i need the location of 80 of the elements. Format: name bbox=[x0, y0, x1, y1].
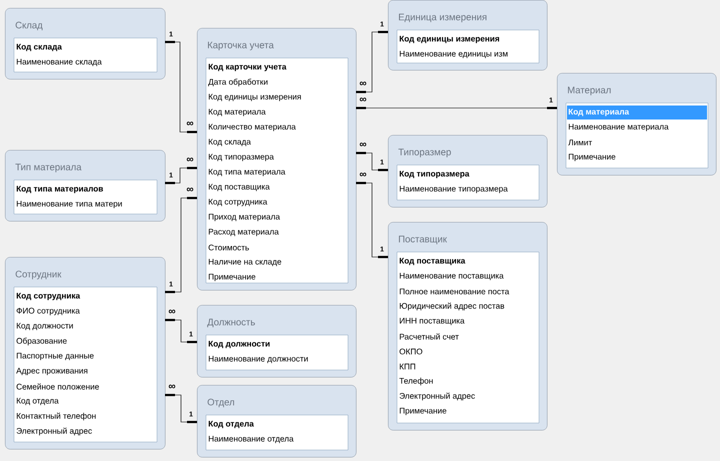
cardinality-label: ∞ bbox=[186, 188, 194, 192]
field-name: ФИО сотрудника bbox=[16, 308, 80, 316]
cardinality-label: ∞ bbox=[360, 98, 366, 102]
key-field: Код отдела bbox=[208, 420, 254, 428]
cardinality-label: ∞ bbox=[360, 82, 366, 86]
field-name: Код отдела bbox=[16, 398, 59, 406]
field-name: Наименование типа матери bbox=[16, 200, 122, 208]
table-box: Материал Код материала Наименование материала Лимит Примечание bbox=[557, 73, 716, 176]
field-name: Паспортные данные bbox=[16, 352, 94, 360]
relationship-line bbox=[356, 152, 388, 172]
relationship-line bbox=[165, 394, 198, 424]
relationship-line bbox=[356, 182, 388, 258]
field-name: Полное наименование поста bbox=[400, 288, 510, 294]
relationship-line bbox=[165, 166, 198, 184]
field-name: Наименование материала bbox=[568, 124, 669, 132]
field-name: Код единицы измерения bbox=[208, 94, 301, 102]
field-name: ИНН поставщика bbox=[400, 318, 465, 326]
key-field: Код материала bbox=[568, 108, 630, 116]
cardinality-label: ∞ bbox=[186, 122, 194, 126]
field-name: Код сотрудника bbox=[208, 198, 268, 206]
key-field: Код единицы измерения bbox=[400, 36, 500, 44]
table-box: Поставщик Код поставщика Наименование поставщика Полное наименование поста Юридический адрес постав ИНН поставщика Расчетный счет ОКПО КПП Телефон Электронный адрес Примечание bbox=[388, 222, 548, 430]
field-name: Образование bbox=[16, 338, 67, 346]
field-name: Контактный телефон bbox=[16, 412, 96, 420]
key-field: Код карточки учета bbox=[208, 64, 286, 72]
field-name: Наименование типоразмера bbox=[400, 186, 508, 194]
field-name: Адрес проживания bbox=[16, 368, 88, 376]
field-name: Расход материала bbox=[208, 228, 279, 236]
key-field: Код сотрудника bbox=[16, 292, 80, 300]
table-box: Типоразмер Код типоразмера Наименование типоразмера bbox=[388, 135, 548, 208]
field-name: Дата обработки bbox=[208, 78, 268, 86]
relationship-line bbox=[165, 196, 198, 294]
field-name: КПП bbox=[400, 364, 416, 370]
relationship-line bbox=[356, 30, 388, 94]
cardinality-label: ∞ bbox=[186, 158, 194, 162]
field-name: Количество материала bbox=[208, 124, 296, 132]
relationship-line bbox=[165, 318, 198, 344]
key-field: Код склада bbox=[16, 44, 62, 52]
cardinality-label: ∞ bbox=[360, 142, 366, 146]
field-name: Электронный адрес bbox=[400, 392, 475, 400]
key-field: Код типа материалов bbox=[16, 186, 103, 194]
field-name: Электронный адрес bbox=[16, 428, 92, 436]
field-name: Телефон bbox=[399, 378, 433, 386]
field-name: Код материала bbox=[208, 108, 266, 116]
field-name: Приход материала bbox=[208, 214, 280, 222]
relationship-line bbox=[356, 106, 558, 110]
table-box: Отдел Код отдела Наименование отдела bbox=[197, 385, 356, 458]
field-name: Наименование должности bbox=[208, 356, 308, 364]
key-field: Код типоразмера bbox=[400, 170, 470, 178]
table-box: Склад Код склада Наименование склада bbox=[5, 8, 166, 80]
field-name: Стоимость bbox=[208, 244, 249, 250]
field-name: Код склада bbox=[208, 138, 251, 146]
cardinality-label: ∞ bbox=[360, 172, 366, 176]
field-name: Расчетный счет bbox=[400, 333, 459, 340]
field-name: Код поставщика bbox=[208, 184, 270, 192]
field-name: Примечание bbox=[400, 408, 446, 416]
field-name: Наименование поставщика bbox=[400, 272, 504, 280]
field-name: Код типоразмера bbox=[208, 154, 274, 162]
cardinality-label: ∞ bbox=[168, 384, 176, 388]
field-name: Код должности bbox=[16, 322, 73, 330]
table-box: Единица измерения Код единицы измерения Наименование единицы изм bbox=[388, 0, 548, 70]
field-name: Наличие на складе bbox=[208, 258, 282, 266]
field-name: Наименование единицы изм bbox=[400, 50, 508, 58]
key-field: Код поставщика bbox=[400, 258, 466, 266]
key-field: Код должности bbox=[208, 340, 270, 348]
field-name: Код типа материала bbox=[208, 168, 286, 176]
field-name: Примечание bbox=[568, 154, 616, 162]
table-box: Карточка учета Код карточки учета Дата обработки Код единицы измерения Код материала Количество материала Код склада Код типоразмера Код типа материала Код поставщика Код сотрудника Приход материала Расход материала Стоимость Наличие на складе Примечание bbox=[197, 28, 356, 290]
field-name: Примечание bbox=[208, 274, 256, 282]
field-name: ОКПО bbox=[400, 348, 422, 354]
cardinality-label: ∞ bbox=[168, 310, 176, 314]
table-box: Тип материала Код типа материалов Наименование типа матери bbox=[5, 150, 166, 222]
field-name: Наименование склада bbox=[16, 58, 102, 66]
table-box: Сотрудник Код сотрудника ФИО сотрудника Код должности Образование Паспортные данные Адрес проживания Семейное положение Код отдела Контактный телефон Электронный адрес bbox=[5, 257, 166, 450]
field-name: Наименование отдела bbox=[208, 436, 294, 444]
table-box: Должность Код должности Наименование должности bbox=[197, 305, 356, 378]
field-name: Юридический адрес постав bbox=[400, 302, 504, 310]
relationship-line bbox=[165, 40, 198, 134]
field-name: Семейное положение bbox=[16, 383, 99, 390]
field-name: Лимит bbox=[568, 140, 592, 146]
